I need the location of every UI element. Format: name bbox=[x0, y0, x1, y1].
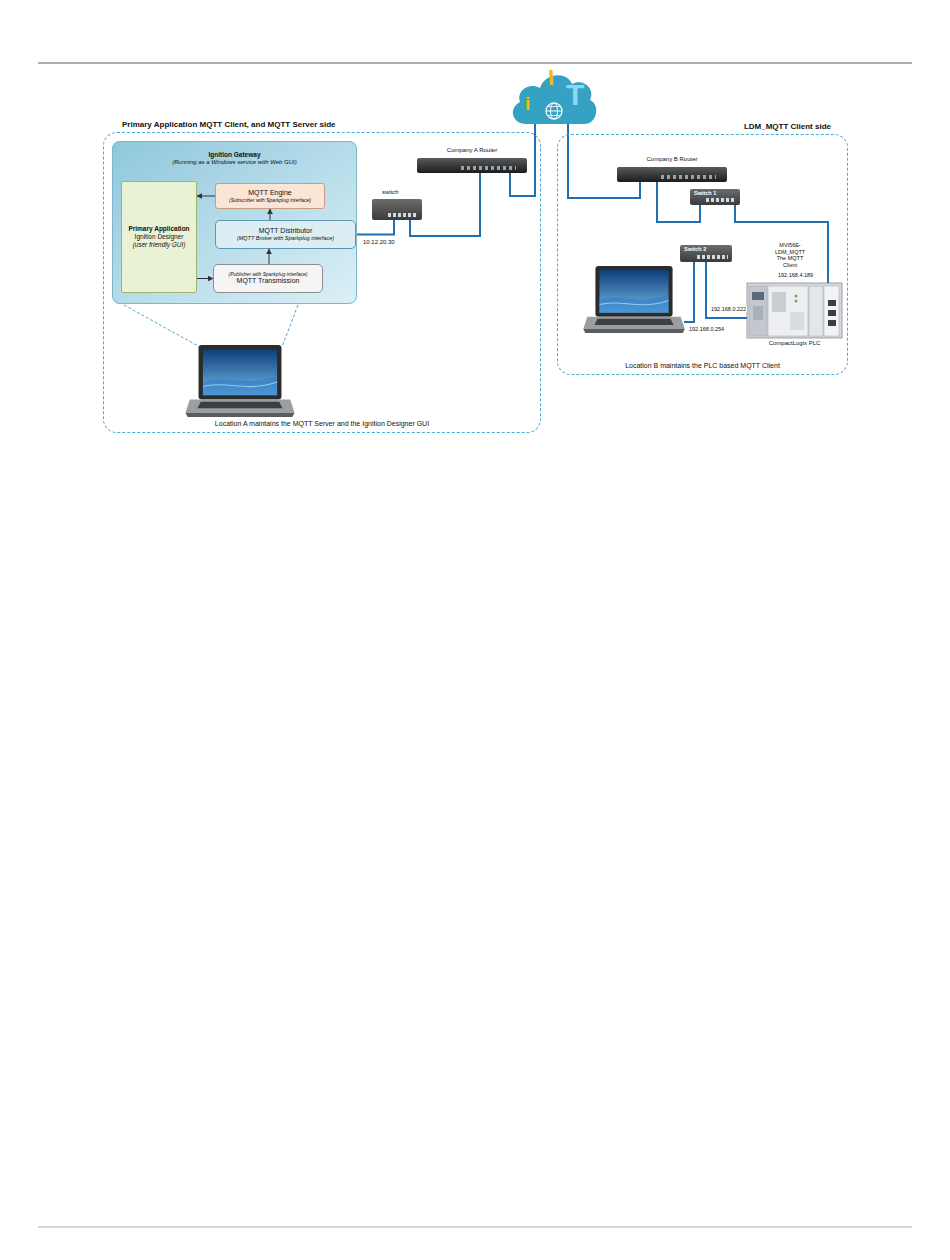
logo-letter: I bbox=[548, 67, 554, 89]
device-label: Company B Router bbox=[617, 156, 727, 163]
flow-arrow bbox=[197, 278, 213, 279]
flow-arrow bbox=[269, 249, 270, 264]
box-note: (MQTT Broker with Sparkplug interface) bbox=[237, 235, 334, 242]
box-title: Primary Application bbox=[128, 225, 189, 233]
cloud-icon bbox=[513, 75, 596, 124]
region-heading: LDM_MQTT Client side bbox=[744, 122, 831, 132]
ip-address: 192.168.0.222 bbox=[710, 306, 747, 312]
plc-device: MVI56E- LDM_MQTT The MQTT ClientCompactL… bbox=[747, 283, 842, 338]
switch-device: Switch 2 bbox=[680, 245, 732, 262]
ip-address: 192.168.4.189 bbox=[777, 272, 814, 278]
router-device: Company A Router bbox=[417, 158, 527, 173]
broker-box: MQTT Distributor(MQTT Broker with Sparkp… bbox=[215, 220, 356, 249]
flow-arrow bbox=[197, 196, 215, 197]
laptop-icon bbox=[185, 345, 294, 417]
box-note: (Subscriber with Sparkplug interface) bbox=[229, 197, 311, 203]
application-box: Primary ApplicationIgnition Designer(use… bbox=[121, 181, 197, 293]
zoom-line bbox=[124, 305, 200, 347]
laptop-icon bbox=[583, 266, 685, 333]
box-text: Ignition Designer bbox=[135, 233, 184, 241]
location-region: Primary Application MQTT Client, and MQT… bbox=[103, 132, 541, 433]
header-rule bbox=[38, 63, 912, 64]
network-cable bbox=[568, 124, 640, 198]
device-label: Switch 2 bbox=[684, 246, 706, 253]
device-label: switch bbox=[382, 189, 399, 196]
logo-letter: T bbox=[566, 80, 584, 110]
footer-rule bbox=[38, 1227, 912, 1228]
region-heading: Primary Application MQTT Client, and MQT… bbox=[122, 120, 336, 130]
process-box: (Publisher with Sparkplug interface)MQTT… bbox=[213, 264, 323, 293]
network-cable bbox=[657, 182, 700, 222]
logo-letter: i bbox=[525, 94, 530, 113]
location-region: LDM_MQTT Client sideLocation B maintains… bbox=[557, 134, 848, 375]
flow-arrow bbox=[270, 209, 271, 220]
iiot-cloud: Ii T bbox=[508, 68, 600, 130]
network-cable bbox=[735, 205, 828, 283]
box-note: (Publisher with Sparkplug interface) bbox=[229, 271, 308, 277]
box-title: MQTT Engine bbox=[248, 189, 291, 197]
ip-address: 192.168.0.254 bbox=[688, 326, 725, 332]
panel-subtitle: (Running as a Windows service with Web G… bbox=[172, 159, 297, 166]
box-note: (user friendly GUI) bbox=[132, 241, 185, 249]
router-device: Company B Router bbox=[617, 167, 727, 182]
device-label: CompactLogix PLC bbox=[747, 340, 842, 347]
box-title: MQTT Distributor bbox=[259, 227, 313, 235]
box-title: MQTT Transmission bbox=[237, 277, 300, 285]
device-label: Company A Router bbox=[417, 147, 527, 154]
plc-chassis bbox=[747, 283, 842, 338]
panel-ground bbox=[112, 141, 357, 304]
device-label: Switch 1 bbox=[694, 190, 716, 197]
panel-title: Ignition Gateway bbox=[208, 151, 260, 159]
network-cable bbox=[706, 262, 747, 318]
gateway-panel: Ignition Gateway(Running as a Windows se… bbox=[112, 141, 357, 304]
network-cable bbox=[356, 220, 394, 235]
module-label: MVI56E- LDM_MQTT The MQTT Client bbox=[771, 242, 809, 268]
ip-address: 10.12.20.30 bbox=[362, 239, 396, 245]
region-caption: Location B maintains the PLC based MQTT … bbox=[558, 362, 847, 370]
switch-device: switch bbox=[372, 199, 422, 220]
zoom-line bbox=[282, 305, 298, 347]
switch-device: Switch 1 bbox=[690, 189, 740, 205]
region-caption: Location A maintains the MQTT Server and… bbox=[104, 420, 540, 428]
network-cable bbox=[510, 124, 535, 196]
network-cable bbox=[410, 173, 480, 236]
process-box: MQTT Engine(Subscriber with Sparkplug in… bbox=[215, 183, 325, 209]
network-cable bbox=[684, 262, 694, 322]
